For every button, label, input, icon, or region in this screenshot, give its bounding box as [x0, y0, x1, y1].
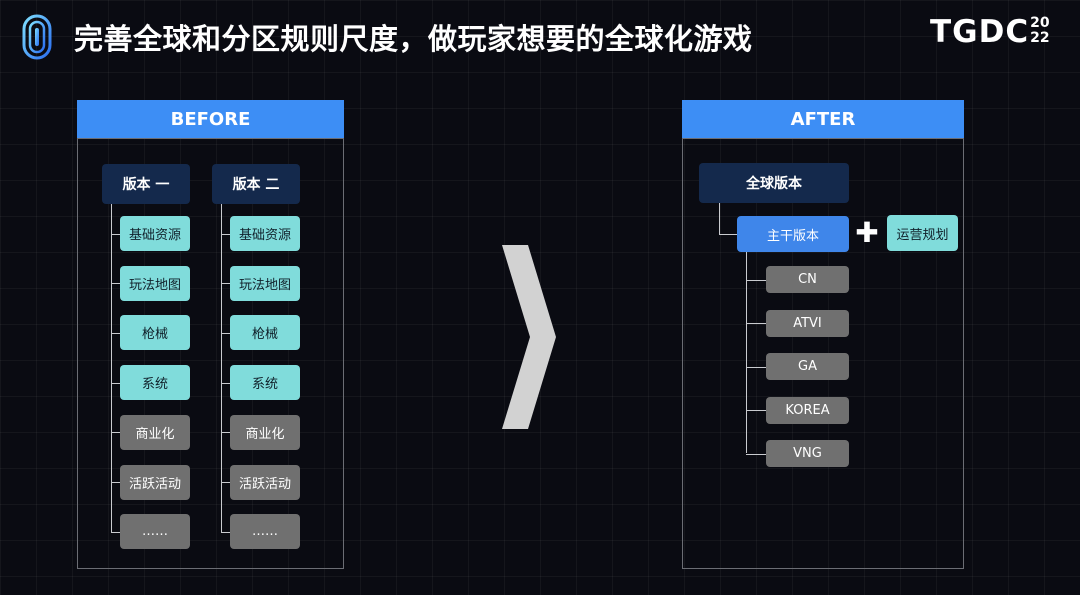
- connector: [221, 283, 230, 284]
- module-node: 系统: [230, 365, 300, 400]
- region-node: KOREA: [766, 397, 849, 424]
- module-node: 商业化: [120, 415, 190, 450]
- connector: [746, 252, 747, 453]
- connector: [111, 283, 120, 284]
- version-node-2: 版本 二: [212, 164, 300, 204]
- before-panel: [77, 138, 344, 569]
- connector: [719, 203, 720, 234]
- module-node: 商业化: [230, 415, 300, 450]
- plus-icon: ✚: [855, 216, 879, 249]
- connector: [746, 454, 766, 455]
- module-node: 基础资源: [230, 216, 300, 251]
- connector: [111, 234, 120, 235]
- module-node: 活跃活动: [120, 465, 190, 500]
- module-node: 枪械: [230, 315, 300, 350]
- ops-plan-node: 运营规划: [887, 215, 958, 251]
- chevron-right-icon: [502, 245, 556, 429]
- brand-year-bottom: 22: [1030, 30, 1050, 46]
- connector: [111, 482, 120, 483]
- connector: [746, 367, 766, 368]
- connector: [719, 234, 737, 235]
- connector: [111, 204, 112, 532]
- connector: [221, 532, 230, 533]
- region-node: ATVI: [766, 310, 849, 337]
- connector: [746, 280, 766, 281]
- version-node-1: 版本 一: [102, 164, 190, 204]
- global-version-node: 全球版本: [699, 163, 849, 203]
- connector: [111, 333, 120, 334]
- module-node: 活跃活动: [230, 465, 300, 500]
- region-node: VNG: [766, 440, 849, 467]
- brand-year-top: 20: [1030, 15, 1050, 31]
- connector: [221, 383, 230, 384]
- connector: [111, 383, 120, 384]
- region-node: GA: [766, 353, 849, 380]
- before-header: BEFORE: [77, 100, 344, 138]
- connector: [111, 532, 120, 533]
- module-node: 枪械: [120, 315, 190, 350]
- after-panel: [682, 138, 964, 569]
- module-node: ……: [120, 514, 190, 549]
- brand-text: TGDC: [930, 14, 1030, 50]
- connector: [746, 410, 766, 411]
- module-node: 玩法地图: [230, 266, 300, 301]
- connector: [746, 323, 766, 324]
- region-node: CN: [766, 266, 849, 293]
- brand-year: 20 22: [1030, 16, 1049, 46]
- connector: [221, 333, 230, 334]
- module-node: ……: [230, 514, 300, 549]
- connector: [221, 234, 230, 235]
- logo-icon: [22, 14, 52, 60]
- connector: [221, 204, 222, 532]
- connector: [111, 432, 120, 433]
- module-node: 系统: [120, 365, 190, 400]
- after-header: AFTER: [682, 100, 964, 138]
- connector: [221, 432, 230, 433]
- tgdc-logo: TGDC 20 22: [930, 12, 1050, 52]
- connector: [221, 482, 230, 483]
- trunk-version-node: 主干版本: [737, 216, 849, 252]
- module-node: 玩法地图: [120, 266, 190, 301]
- page-title: 完善全球和分区规则尺度，做玩家想要的全球化游戏: [74, 22, 753, 56]
- module-node: 基础资源: [120, 216, 190, 251]
